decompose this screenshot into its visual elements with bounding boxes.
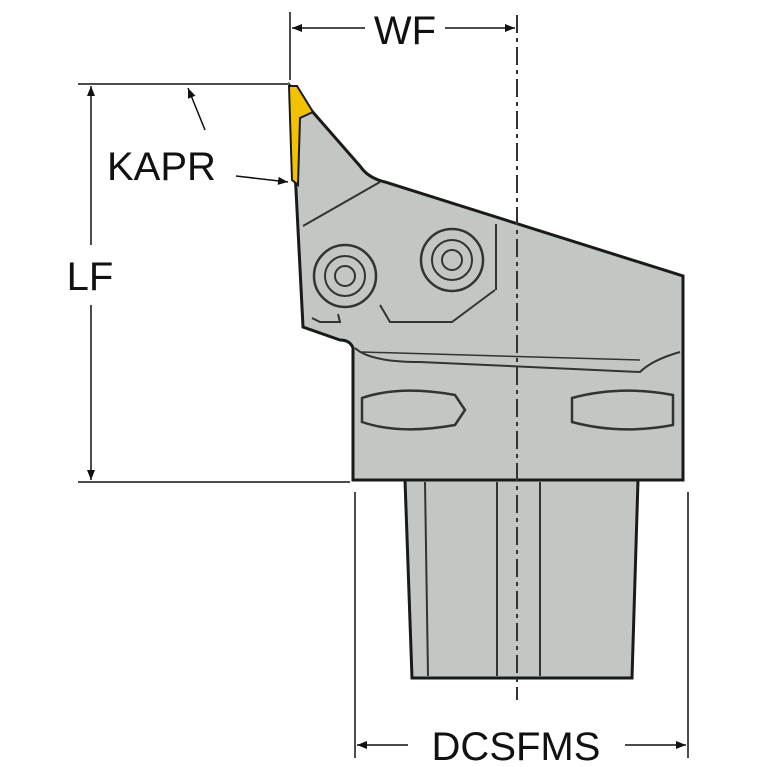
wf-dimension: WF xyxy=(289,9,515,80)
slot-left xyxy=(360,389,467,431)
shank xyxy=(403,478,640,680)
wf-label: WF xyxy=(374,9,436,53)
dcsfms-dimension: DCSFMS xyxy=(354,492,689,767)
kapr-label: KAPR xyxy=(107,145,216,189)
kapr-annotation: KAPR xyxy=(107,87,289,189)
tool-head xyxy=(288,81,685,482)
clamp-screw-right xyxy=(419,227,485,293)
lf-dimension: LF xyxy=(67,83,350,483)
cutting-insert xyxy=(287,85,315,188)
slot-right xyxy=(570,389,675,431)
dcsfms-label: DCSFMS xyxy=(432,725,601,767)
lf-label: LF xyxy=(67,255,114,299)
clamp-screw-left xyxy=(312,243,378,309)
